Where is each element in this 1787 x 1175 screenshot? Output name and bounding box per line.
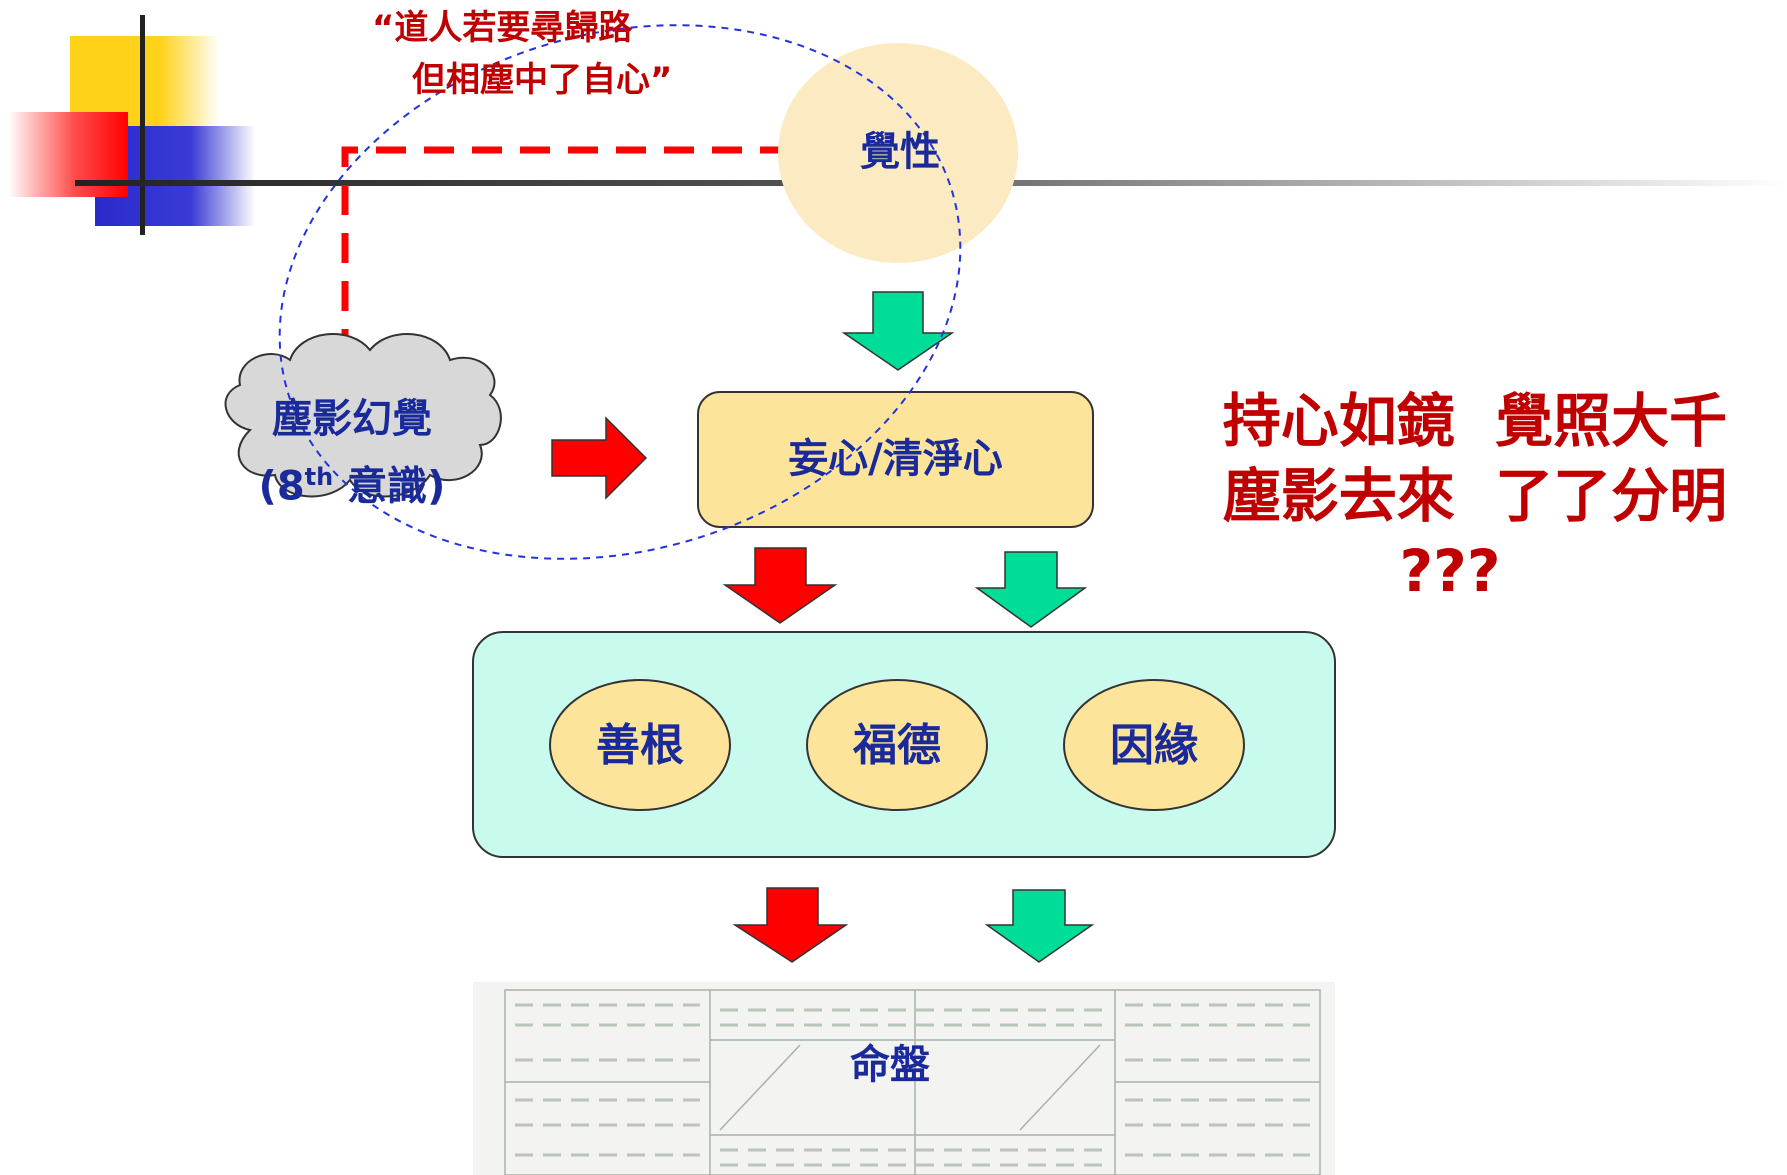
illusion-label-sup: th [304,463,334,491]
factor-ellipse-3 [1063,679,1245,811]
red-arrow-right [551,416,648,500]
quote-line-1: “道人若要尋歸路 [372,8,633,48]
factor-ellipse-1 [549,679,731,811]
factor-label-1: 善根 [596,720,684,771]
right-text-line-2: 塵影去來 了了分明 [1222,462,1728,530]
illusion-label-line-1: 塵影幻覺 [272,396,432,442]
blue-dotted-ellipse [278,24,962,560]
illusion-label-prefix: (8 [258,463,305,510]
green-arrow-down-2 [974,551,1088,628]
factor-ellipse-2 [806,679,988,811]
awareness-label: 覺性 [860,129,940,175]
red-arrow-down-1 [722,547,838,624]
destiny-chart-label: 命盤 [850,1042,930,1088]
destiny-chart-image [473,982,1335,1175]
green-arrow-down-3 [984,889,1095,963]
right-text-line-3: ??? [1399,537,1501,605]
illusion-cloud [224,333,502,498]
awareness-circle [778,43,1018,263]
right-text-line-1: 持心如鏡 覺照大千 [1222,387,1728,455]
factor-label-2: 福德 [853,720,941,771]
red-arrow-down-2 [732,887,849,963]
factor-label-3: 因緣 [1110,720,1198,771]
green-arrow-down-1 [841,291,955,371]
illusion-label-line-2: (8th 意識) [232,450,472,513]
quote-line-2: 但相塵中了自心” [412,60,673,100]
mind-box-label: 妄心/清淨心 [788,436,1003,482]
illusion-label-suffix: 意識) [333,463,446,510]
